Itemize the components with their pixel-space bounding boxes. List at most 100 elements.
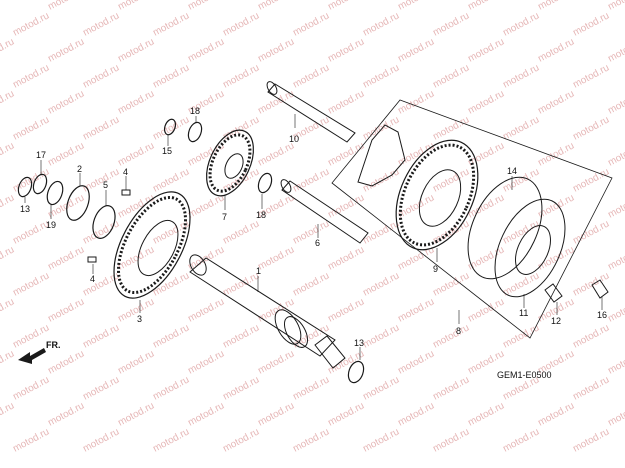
watermark-text: motod.ru [46,192,86,220]
watermark-text: motod.ru [571,114,611,142]
part-11-cover [494,198,566,298]
callout-8: 8 [456,326,461,336]
part-10-shaft [266,81,356,143]
watermark-text: motod.ru [396,88,436,116]
watermark-text: motod.ru [116,140,156,168]
watermark-text: motod.ru [116,348,156,376]
watermark-text: motod.ru [221,62,261,90]
watermark-text: motod.ru [151,374,191,402]
watermark-text: motod.ru [466,244,506,272]
part-13-washer [17,176,33,198]
callout-11: 11 [519,308,528,318]
part-2-bearing [66,185,90,221]
watermark-text: motod.ru [606,244,625,272]
watermark-text: motod.ru [116,400,156,428]
watermark-text: motod.ru [0,140,16,168]
part-13-washer-b [347,360,365,384]
watermark-text: motod.ru [46,88,86,116]
callout-13a: 13 [20,204,30,214]
watermark-text: motod.ru [606,296,625,324]
callout-10: 10 [289,134,299,144]
callout-18a: 18 [190,106,200,116]
watermark-text: motod.ru [571,10,611,38]
watermark-text: motod.ru [46,296,86,324]
diagram-code: GEM1-E0500 [497,370,552,380]
callout-17: 17 [36,150,46,160]
watermark-text: motod.ru [0,296,16,324]
watermark-text: motod.ru [81,426,121,454]
watermark-text: motod.ru [431,426,471,454]
watermark-text: motod.ru [326,140,366,168]
watermark-text: motod.ru [256,400,296,428]
watermark-text: motod.ru [256,0,296,13]
part-3-large-gear [113,191,191,299]
watermark-text: motod.ru [116,0,156,13]
watermark-text: motod.ru [186,296,226,324]
callout-9: 9 [433,264,438,274]
watermark-text: motod.ru [0,400,16,428]
watermark-text: motod.ru [0,348,16,376]
watermark-text: motod.ru [46,400,86,428]
callout-13b: 13 [354,338,364,348]
part-5-ring [92,205,116,239]
watermark-text: motod.ru [151,114,191,142]
watermark-text: motod.ru [501,322,541,350]
watermark-text: motod.ru [11,10,51,38]
part-19-washer [46,180,64,206]
watermark-text: motod.ru [186,192,226,220]
watermark-text: motod.ru [221,322,261,350]
callout-7: 7 [222,212,227,222]
watermark-text: motod.ru [606,140,625,168]
watermark-text: motod.ru [81,114,121,142]
watermark-text: motod.ru [361,270,401,298]
watermark-text: motod.ru [571,322,611,350]
watermark-text: motod.ru [291,218,331,246]
watermark-text: motod.ru [361,10,401,38]
part-12-bolt [544,283,563,303]
watermark-text: motod.ru [501,114,541,142]
watermark-text: motod.ru [291,10,331,38]
watermark-text: motod.ru [501,426,541,454]
watermark-text: motod.ru [326,296,366,324]
callout-15: 15 [162,146,172,156]
watermark-text: motod.ru [116,192,156,220]
watermark-text: motod.ru [466,36,506,64]
bracket-housing [357,124,406,187]
watermark-text: motod.ru [151,426,191,454]
watermark-text: motod.ru [186,0,226,13]
watermark-text: motod.ru [151,322,191,350]
watermark-text: motod.ru [186,348,226,376]
watermark-text: motod.ru [186,140,226,168]
watermark-text: motod.ru [326,0,366,13]
part-16-bolt [591,279,609,299]
watermark-text: motod.ru [151,270,191,298]
callout-5: 5 [103,180,108,190]
leader-lines [24,114,603,360]
watermark-text: motod.ru [536,36,576,64]
watermark-text: motod.ru [0,0,16,13]
callout-6: 6 [315,238,320,248]
callout-4b: 4 [90,274,95,284]
watermark-text: motod.ru [221,426,261,454]
callout-12: 12 [551,316,561,326]
watermark-text: motod.ru [46,348,86,376]
part-17-washer [32,173,48,195]
watermark-text: motod.ru [256,140,296,168]
watermark-text: motod.ru [0,36,16,64]
watermark-text: motod.ru [396,140,436,168]
watermark-text: motod.ru [396,36,436,64]
watermark-text: motod.ru [606,36,625,64]
part-7-small-gear [206,129,254,197]
watermark-text: motod.ru [501,10,541,38]
assembly-frame-8 [331,99,613,339]
watermark-text: motod.ru [571,218,611,246]
watermark-text: motod.ru [431,62,471,90]
watermark-text: motod.ru [186,36,226,64]
callout-18b: 18 [256,210,266,220]
part-9-ring-gear [395,139,479,251]
watermark-text: motod.ru [536,244,576,272]
watermark-text: motod.ru [501,218,541,246]
watermark-text: motod.ru [221,374,261,402]
watermark-text: motod.ru [536,88,576,116]
